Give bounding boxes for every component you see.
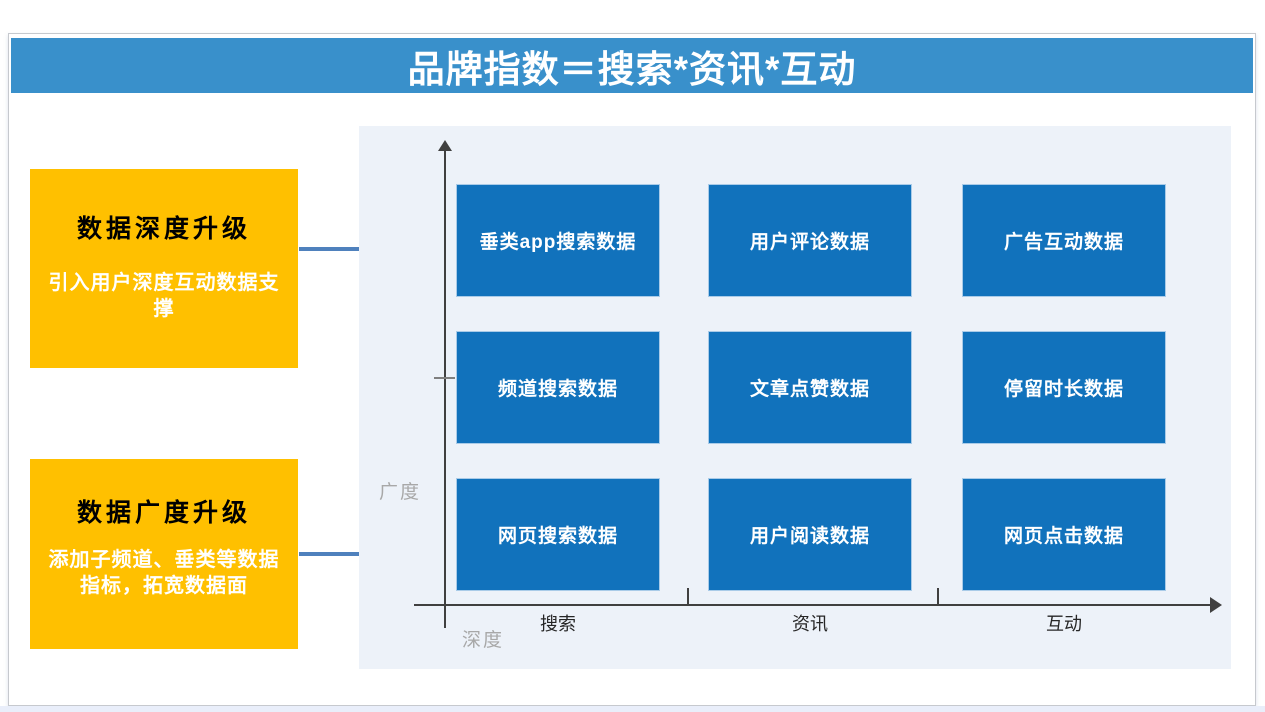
matrix-cell: 网页点击数据 <box>962 478 1166 591</box>
matrix-cell: 网页搜索数据 <box>456 478 660 591</box>
x-category-label: 资讯 <box>792 614 828 634</box>
y-axis <box>444 150 446 628</box>
panel-title: 数据广度升级 <box>76 499 251 527</box>
matrix-cell: 用户评论数据 <box>708 184 912 297</box>
arrow-shaft <box>299 247 363 251</box>
matrix-chart-panel: 广度 深度 垂类app搜索数据 用户评论数据 广告互动数据 频道搜索数据 文章点… <box>359 126 1231 669</box>
page-bottom-strip <box>0 706 1265 712</box>
title-bar: 品牌指数＝搜索*资讯*互动 <box>11 38 1253 93</box>
x-category-label: 搜索 <box>540 614 576 634</box>
y-axis-label: 广度 <box>379 482 422 503</box>
depth-upgrade-panel: 数据深度升级 引入用户深度互动数据支撑 <box>30 169 298 368</box>
arrow-shaft <box>299 552 363 556</box>
x-axis-tick <box>937 588 939 605</box>
matrix-cell: 文章点赞数据 <box>708 331 912 444</box>
panel-title: 数据深度升级 <box>76 215 251 243</box>
matrix-cell: 用户阅读数据 <box>708 478 912 591</box>
matrix-cell: 频道搜索数据 <box>456 331 660 444</box>
content-card: 品牌指数＝搜索*资讯*互动 数据深度升级 引入用户深度互动数据支撑 数据广度升级… <box>8 33 1256 706</box>
y-axis-tick <box>434 377 455 379</box>
x-category-label: 互动 <box>1046 614 1082 634</box>
origin-label: 深度 <box>462 630 505 651</box>
panel-desc: 添加子频道、垂类等数据指标，拓宽数据面 <box>48 549 280 597</box>
matrix-cell: 垂类app搜索数据 <box>456 184 660 297</box>
slide-title: 品牌指数＝搜索*资讯*互动 <box>407 48 857 90</box>
x-axis-tick <box>687 588 689 605</box>
x-axis <box>414 604 1214 606</box>
panel-desc: 引入用户深度互动数据支撑 <box>48 272 280 320</box>
matrix-cell: 停留时长数据 <box>962 331 1166 444</box>
matrix-cell: 广告互动数据 <box>962 184 1166 297</box>
breadth-upgrade-panel: 数据广度升级 添加子频道、垂类等数据指标，拓宽数据面 <box>30 459 298 649</box>
up-arrow-icon <box>438 140 452 151</box>
right-arrow-icon <box>1210 597 1222 613</box>
